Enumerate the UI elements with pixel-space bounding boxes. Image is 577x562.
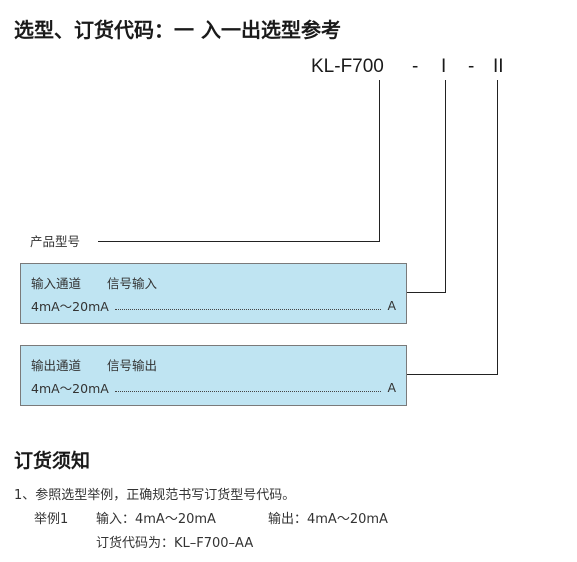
order-code-line: 订货代码为：KL–F700–AA (96, 536, 254, 551)
connector-input-vertical (445, 80, 446, 293)
order-notice-heading: 订货须知 (14, 450, 91, 472)
output-spec-box: 输出通道 信号输出 4mA～20mA A (20, 345, 407, 406)
page-title: 选型、订货代码：一 入一出选型参考 (14, 18, 341, 42)
product-model-label: 产品型号 (30, 234, 81, 249)
input-code: A (387, 297, 396, 313)
input-range: 4mA～20mA (31, 298, 109, 314)
output-header-row: 输出通道 信号输出 (31, 355, 179, 374)
input-spec-box: 输入通道 信号输入 4mA～20mA A (20, 263, 407, 324)
output-channel-label: 输出通道 (31, 358, 82, 373)
model-code-input: I (441, 56, 447, 77)
model-separator-1: - (412, 56, 419, 77)
connector-base-vertical (379, 80, 380, 242)
connector-output-vertical (497, 80, 498, 375)
example-input: 输入：4mA～20mA (96, 512, 216, 527)
output-value-row: 4mA～20mA A (31, 379, 396, 396)
model-code-output: II (493, 56, 504, 77)
order-notice-item-1: 1、参照选型举例，正确规范书写订货型号代码。 (14, 488, 296, 503)
model-separator-2: - (468, 56, 475, 77)
model-base-code: KL-F700 (311, 56, 384, 77)
example-output: 输出：4mA～20mA (268, 512, 388, 527)
input-channel-label: 输入通道 (31, 276, 82, 291)
output-signal-label: 信号输出 (107, 358, 158, 373)
output-leader-dots (114, 383, 382, 392)
input-header-row: 输入通道 信号输入 (31, 273, 179, 292)
connector-base-horizontal (98, 241, 380, 242)
output-range: 4mA～20mA (31, 380, 109, 396)
connector-output-horizontal (407, 374, 498, 375)
input-leader-dots (114, 301, 382, 310)
input-value-row: 4mA～20mA A (31, 297, 396, 314)
output-code: A (387, 379, 396, 395)
example-label: 举例1 (34, 512, 69, 527)
input-signal-label: 信号输入 (107, 276, 158, 291)
connector-input-horizontal (407, 292, 446, 293)
